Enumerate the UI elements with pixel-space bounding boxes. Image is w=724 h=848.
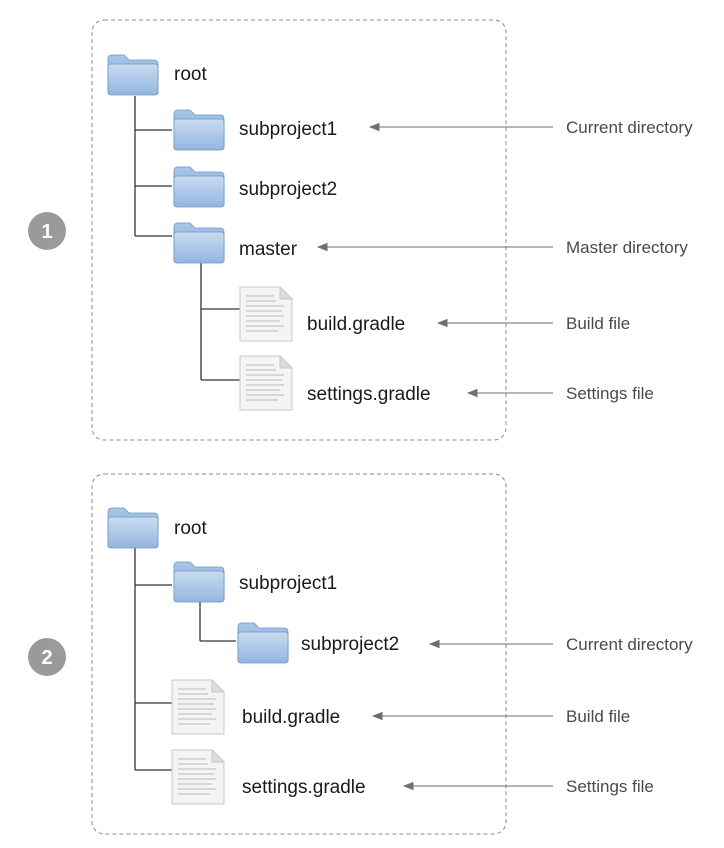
folder-icon: [173, 561, 225, 603]
document-icon: [239, 355, 293, 411]
root-label: root: [174, 518, 207, 539]
scenario-2-badge-label: 2: [41, 647, 52, 669]
subproject1-label: subproject1: [239, 119, 337, 140]
folder-icon: [173, 166, 225, 208]
master-label: master: [239, 239, 298, 260]
subproject2-label: subproject2: [301, 634, 399, 655]
settings-file-note: Settings file: [566, 777, 654, 796]
settings-gradle-label: settings.gradle: [242, 777, 366, 798]
scenario-2-box: [91, 473, 507, 835]
scenario-2: 2 root subproject1 subproject2 build.gra…: [28, 473, 693, 835]
document-icon: [171, 679, 225, 735]
folder-icon: [107, 54, 159, 96]
callout-arrows-1: [316, 122, 553, 398]
scenario-1-box: [91, 19, 507, 441]
document-icon: [239, 286, 293, 342]
document-icon: [171, 749, 225, 805]
folder-icon: [173, 222, 225, 264]
build-file-note: Build file: [566, 707, 630, 726]
folder-icon: [237, 622, 289, 664]
scenario-1-badge-label: 1: [41, 221, 52, 243]
subproject2-label: subproject2: [239, 179, 337, 200]
settings-gradle-label: settings.gradle: [307, 384, 431, 405]
scenario-2-badge: 2: [28, 638, 66, 676]
scenario-1-badge: 1: [28, 212, 66, 250]
callout-arrows-2: [371, 639, 553, 791]
build-gradle-label: build.gradle: [242, 707, 340, 728]
build-gradle-label: build.gradle: [307, 314, 405, 335]
tree-lines-2: [134, 548, 236, 771]
build-file-note: Build file: [566, 314, 630, 333]
folder-icon: [107, 507, 159, 549]
root-label: root: [174, 64, 207, 85]
settings-file-note: Settings file: [566, 384, 654, 403]
folder-icon: [173, 109, 225, 151]
current-directory-note: Current directory: [566, 118, 693, 137]
current-directory-note: Current directory: [566, 635, 693, 654]
tree-lines-1: [134, 96, 240, 381]
subproject1-label: subproject1: [239, 573, 337, 594]
master-directory-note: Master directory: [566, 238, 688, 257]
scenario-1: 1 root subproject1 subproject2 master bu…: [28, 19, 693, 441]
